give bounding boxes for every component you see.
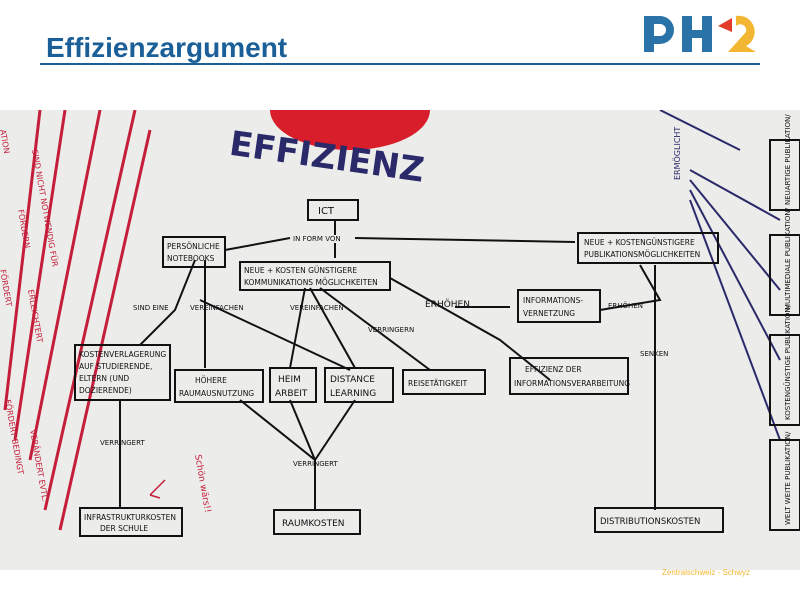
svg-text:Schön wärs!!: Schön wärs!! bbox=[192, 454, 212, 514]
title-underline bbox=[40, 63, 760, 65]
svg-text:VERRINGERT: VERRINGERT bbox=[293, 460, 338, 468]
svg-text:HEIM: HEIM bbox=[278, 375, 301, 385]
svg-text:ELTERN (UND: ELTERN (UND bbox=[79, 374, 129, 383]
node-raumkosten: RAUMKOSTEN bbox=[273, 509, 361, 535]
svg-text:VERRINGERN: VERRINGERN bbox=[368, 326, 414, 334]
svg-text:FÖRDERT BEDINGT: FÖRDERT BEDINGT bbox=[3, 399, 26, 476]
diagram-image: ATION SIND NICHT NOTWENDIG FÜR FÖRDERN F… bbox=[0, 109, 800, 570]
svg-text:LEARNING: LEARNING bbox=[330, 389, 376, 399]
svg-text:NEUE + KOSTEN GÜNSTIGERE: NEUE + KOSTEN GÜNSTIGERE bbox=[244, 266, 357, 275]
svg-text:VERRINGERT: VERRINGERT bbox=[100, 439, 145, 447]
node-infrastruktur: INFRASTRUKTURKOSTEN DER SCHULE bbox=[79, 507, 183, 537]
svg-text:DISTRIBUTIONSKOSTEN: DISTRIBUTIONSKOSTEN bbox=[600, 517, 700, 527]
svg-text:INFORMATIONSVERARBEITUNG: INFORMATIONSVERARBEITUNG bbox=[514, 379, 630, 388]
svg-text:NOTEBOOKS: NOTEBOOKS bbox=[167, 254, 215, 263]
svg-text:ERMÖGLICHT: ERMÖGLICHT bbox=[672, 127, 682, 180]
svg-text:NEUARTIGE PUBLIKATION/: NEUARTIGE PUBLIKATION/ bbox=[784, 114, 792, 205]
svg-text:REISETÄTIGKEIT: REISETÄTIGKEIT bbox=[408, 379, 468, 388]
svg-text:FÖRDERT: FÖRDERT bbox=[0, 269, 14, 308]
svg-text:IN FORM VON: IN FORM VON bbox=[293, 235, 341, 243]
svg-text:EFFIZIENZ DER: EFFIZIENZ DER bbox=[525, 365, 582, 374]
svg-text:DER SCHULE: DER SCHULE bbox=[100, 524, 148, 533]
node-effizienz-info: EFFIZIENZ DER INFORMATIONSVERARBEITUNG bbox=[509, 357, 630, 395]
svg-text:ERHÖHEN: ERHÖHEN bbox=[608, 301, 643, 310]
effizienz-diagram: ATION SIND NICHT NOTWENDIG FÜR FÖRDERN F… bbox=[0, 109, 800, 537]
svg-text:PERSÖNLICHE: PERSÖNLICHE bbox=[167, 242, 220, 251]
svg-text:SIND EINE: SIND EINE bbox=[133, 304, 169, 312]
svg-text:AUF STUDIERENDE,: AUF STUDIERENDE, bbox=[79, 362, 152, 371]
edge-labels: IN FORM VON SIND EINE VEREINFACHEN VEREI… bbox=[100, 235, 668, 514]
slide-title: Effizienzargument bbox=[46, 32, 288, 63]
node-kommunikation: NEUE + KOSTEN GÜNSTIGERE KOMMUNIKATIONS M… bbox=[239, 261, 391, 291]
svg-text:INFRASTRUKTURKOSTEN: INFRASTRUKTURKOSTEN bbox=[84, 513, 176, 522]
svg-text:NEUE + KOSTENGÜNSTIGERE: NEUE + KOSTENGÜNSTIGERE bbox=[584, 238, 695, 247]
node-distribution: DISTRIBUTIONSKOSTEN bbox=[594, 507, 724, 533]
red-arrow bbox=[149, 479, 166, 499]
node-notebooks: PERSÖNLICHE NOTEBOOKS bbox=[162, 236, 226, 268]
node-reise: REISETÄTIGKEIT bbox=[402, 369, 486, 395]
nodes: ICT PERSÖNLICHE NOTEBOOKS NEUE + KOSTEN G… bbox=[74, 199, 724, 537]
svg-text:RAUMAUSNUTZUNG: RAUMAUSNUTZUNG bbox=[179, 389, 254, 398]
node-raumausnutzung: HÖHERE RAUMAUSNUTZUNG bbox=[174, 369, 264, 403]
svg-text:INFORMATIONS-: INFORMATIONS- bbox=[523, 296, 583, 305]
node-distance: DISTANCE LEARNING bbox=[324, 367, 394, 403]
svg-text:WELT WEITE PUBLIKATION/: WELT WEITE PUBLIKATION/ bbox=[784, 431, 792, 525]
svg-text:ERLEICHTERT: ERLEICHTERT bbox=[26, 289, 44, 344]
svg-text:SENKEN: SENKEN bbox=[640, 350, 668, 358]
node-heimarbeit: HEIM ARBEIT bbox=[269, 367, 317, 403]
node-publikation: NEUE + KOSTENGÜNSTIGERE PUBLIKATIONSMÖGLI… bbox=[577, 232, 719, 264]
svg-text:ICT: ICT bbox=[318, 206, 335, 217]
svg-text:KOSTENGÜNSTIGE PUBLIKATION/: KOSTENGÜNSTIGE PUBLIKATION/ bbox=[783, 304, 792, 420]
red-lines-left bbox=[3, 109, 152, 531]
connectors bbox=[119, 220, 662, 510]
right-lines bbox=[659, 109, 781, 441]
svg-text:KOMMUNIKATIONS MÖGLICHKEITEN: KOMMUNIKATIONS MÖGLICHKEITEN bbox=[244, 278, 378, 287]
footer-text: Zentralschweiz - Schwyz bbox=[662, 568, 751, 577]
node-ict: ICT bbox=[307, 199, 359, 221]
svg-text:KOSTENVERLAGERUNG: KOSTENVERLAGERUNG bbox=[79, 350, 166, 359]
svg-text:HÖHERE: HÖHERE bbox=[195, 376, 227, 385]
phz-logo bbox=[644, 15, 756, 52]
svg-text:FÖRDERN: FÖRDERN bbox=[16, 209, 33, 249]
svg-text:MULTIMEDIALE PUBLIKATION/: MULTIMEDIALE PUBLIKATION/ bbox=[784, 207, 792, 310]
svg-text:VEREINFACHEN: VEREINFACHEN bbox=[190, 304, 244, 312]
svg-text:VERÄNDERT EVTL.: VERÄNDERT EVTL. bbox=[28, 429, 51, 503]
svg-text:RAUMKOSTEN: RAUMKOSTEN bbox=[282, 519, 345, 529]
svg-text:DISTANCE: DISTANCE bbox=[330, 375, 375, 385]
svg-text:ERHÖHEN: ERHÖHEN bbox=[425, 299, 470, 310]
node-kostenverlagerung: KOSTENVERLAGERUNG AUF STUDIERENDE, ELTERN … bbox=[74, 344, 171, 401]
svg-text:PUBLIKATIONSMÖGLICHKEITEN: PUBLIKATIONSMÖGLICHKEITEN bbox=[584, 250, 700, 259]
svg-text:ARBEIT: ARBEIT bbox=[275, 389, 308, 399]
red-circle bbox=[270, 110, 430, 150]
svg-text:ATION: ATION bbox=[0, 129, 11, 155]
svg-text:DOZIERENDE): DOZIERENDE) bbox=[79, 386, 132, 395]
svg-text:VEREINFACHEN: VEREINFACHEN bbox=[290, 304, 344, 312]
node-vernetzung: INFORMATIONS- VERNETZUNG bbox=[517, 289, 601, 323]
svg-text:VERNETZUNG: VERNETZUNG bbox=[523, 309, 575, 318]
